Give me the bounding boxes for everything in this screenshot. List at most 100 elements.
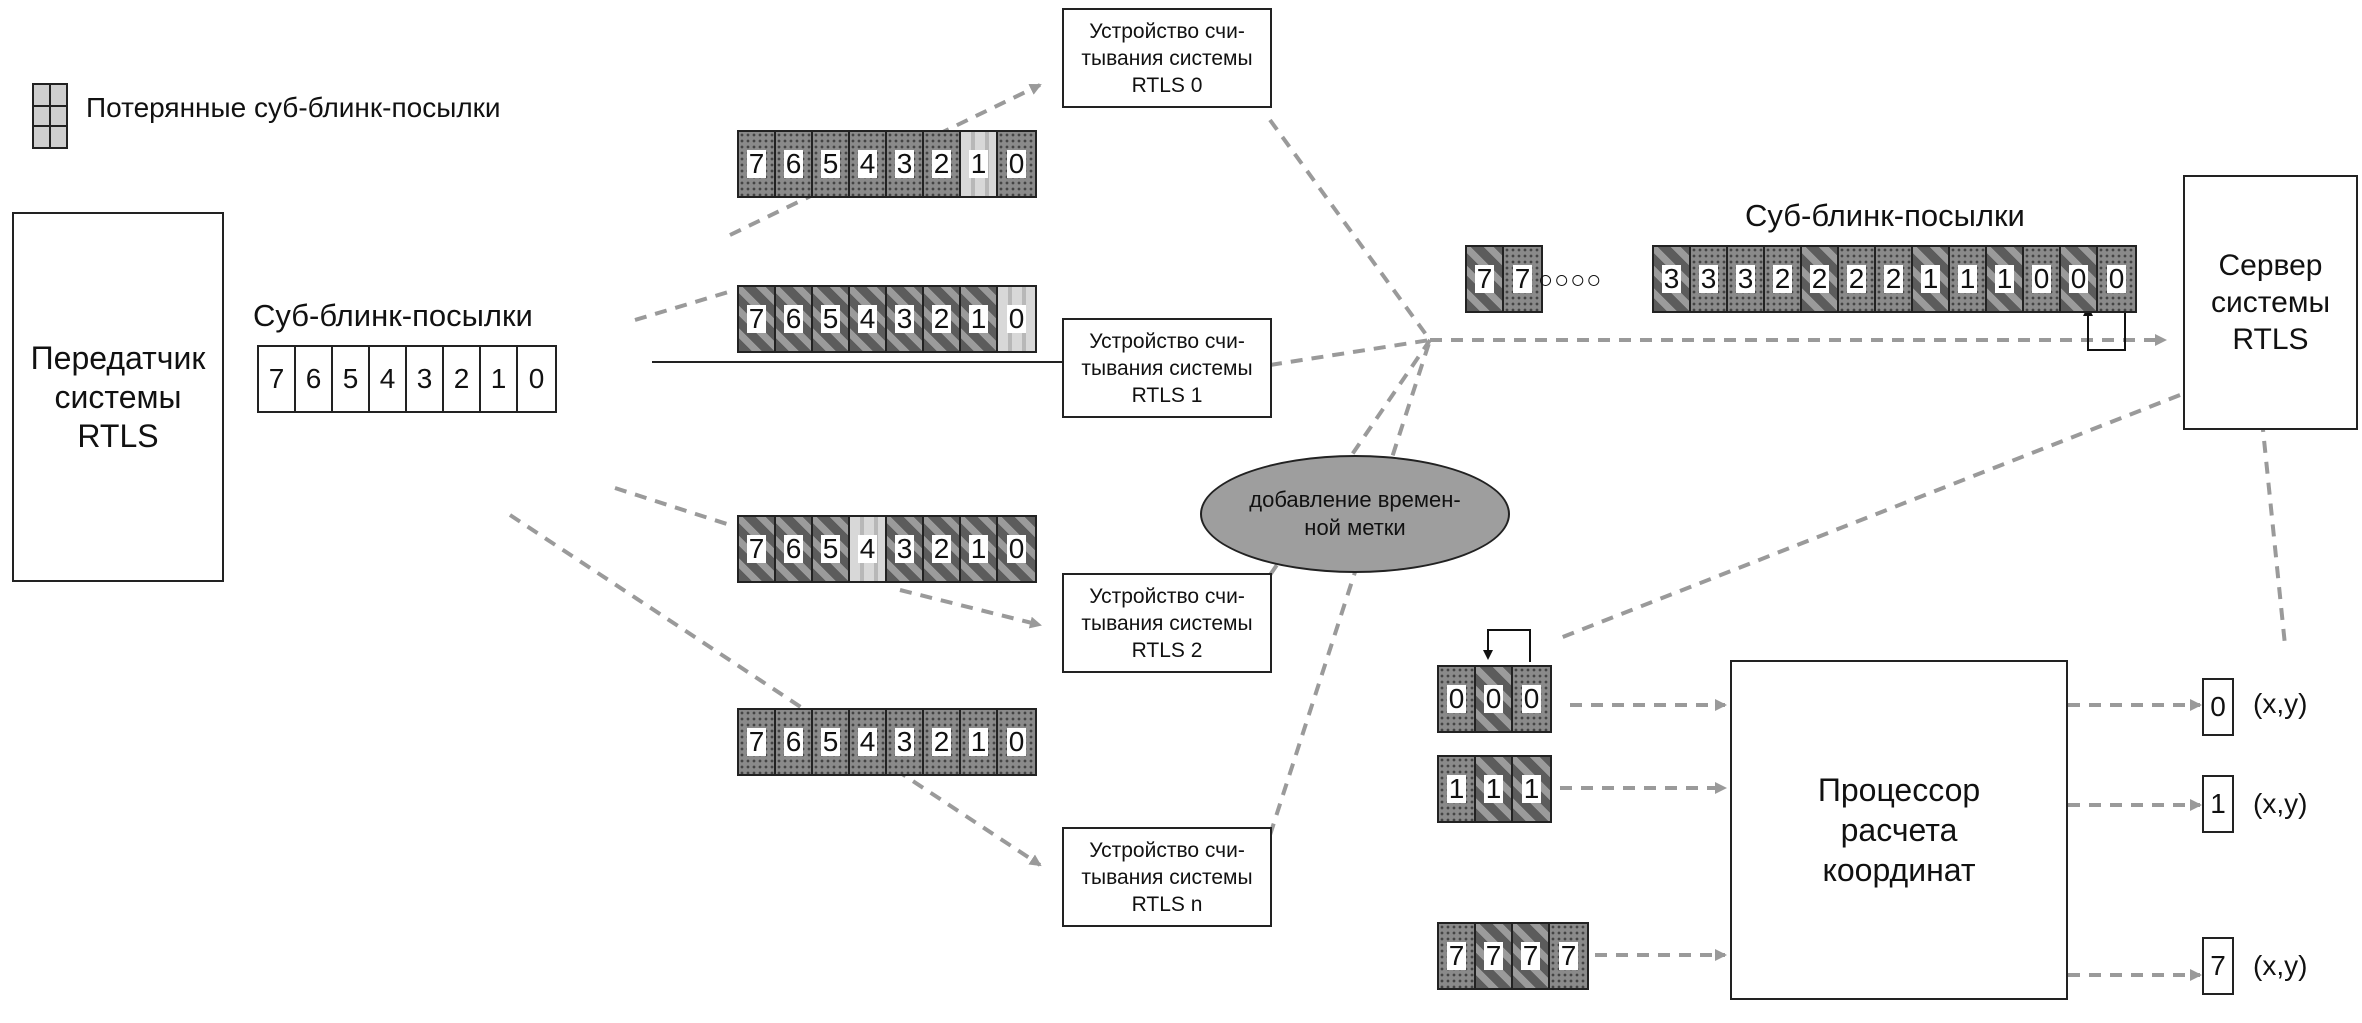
flow-arrow-tx-readern <box>508 513 1042 867</box>
reader2-cell: 4 <box>850 517 887 581</box>
server-cell-label: 2 <box>1809 263 1830 294</box>
reader1-cell: 1 <box>961 287 998 351</box>
group0-cell: 0 <box>1513 667 1550 731</box>
group0-cell-label: 0 <box>1446 683 1467 714</box>
server-cell-label: 1 <box>1920 263 1941 294</box>
transmitter-box: Передатчик системы RTLS <box>12 212 224 582</box>
reader-box-2: Устройство счи- тывания системы RTLS 2 <box>1062 573 1272 673</box>
reader2-cell: 6 <box>776 517 813 581</box>
flow-arrow-tx-reader2 <box>614 486 731 527</box>
reader1-cell: 5 <box>813 287 850 351</box>
group7-cell-label: 7 <box>1446 940 1467 971</box>
readern-cell-label: 4 <box>857 726 878 757</box>
tx-cell-label: 2 <box>453 363 470 394</box>
tx-cell-label: 0 <box>528 363 545 394</box>
reader1-cell-label: 4 <box>857 303 878 334</box>
reader2-cell-label: 2 <box>931 533 952 564</box>
group7-cell-label: 7 <box>1520 940 1541 971</box>
reader0-cell: 6 <box>776 132 813 196</box>
reader2-line1: Устройство счи- <box>1089 584 1245 608</box>
output-coord-0: (x,y) <box>2253 688 2308 719</box>
reader2-cell: 1 <box>961 517 998 581</box>
reader2-cell-label: 5 <box>820 533 841 564</box>
reader0-cell: 2 <box>924 132 961 196</box>
server-cell: 1 <box>1913 247 1950 311</box>
server-cell-label: 2 <box>1772 263 1793 294</box>
tx-cell-label: 5 <box>342 363 359 394</box>
readern-cell-label: 2 <box>931 726 952 757</box>
readern-line3: RTLS n <box>1131 892 1203 916</box>
server-cell: 3 <box>1654 247 1691 311</box>
readern-cell: 6 <box>776 710 813 774</box>
reader2-cell-label: 0 <box>1006 533 1027 564</box>
tx-cell-label: 1 <box>490 363 507 394</box>
transmitter-line3: RTLS <box>77 417 159 454</box>
reader2-line2: тывания системы <box>1081 611 1253 635</box>
group7-cell-label: 7 <box>1558 940 1579 971</box>
reader2-cell-label: 7 <box>746 533 767 564</box>
readern-cell-label: 0 <box>1006 726 1027 757</box>
transmitter-line1: Передатчик <box>30 339 206 376</box>
timestamp-line1: добавление времен- <box>1249 487 1461 512</box>
reader0-cell-label: 5 <box>820 148 841 179</box>
reader2-cell-label: 4 <box>857 533 878 564</box>
readern-cell-label: 6 <box>783 726 804 757</box>
output-id-7: 7 <box>2210 950 2226 981</box>
server-cell-label: 3 <box>1698 263 1719 294</box>
output-coord-1: (x,y) <box>2253 788 2308 819</box>
server-cell: 1 <box>1950 247 1987 311</box>
readern-cell: 0 <box>998 710 1035 774</box>
server-cell-label: 0 <box>2031 263 2052 294</box>
reader2-cell: 3 <box>887 517 924 581</box>
server-cell: 2 <box>1802 247 1839 311</box>
server-cell-label: 0 <box>2106 263 2127 294</box>
server-cell-label: 3 <box>1735 263 1756 294</box>
server-cell: 1 <box>1987 247 2024 311</box>
transmitter-line2: системы <box>54 378 182 415</box>
server-cell-label: 3 <box>1661 263 1682 294</box>
reader1-line2: тывания системы <box>1081 356 1253 380</box>
reader0-line3: RTLS 0 <box>1131 73 1203 97</box>
flow-line-tx-reader1 <box>634 288 736 322</box>
group1-cell: 1 <box>1476 757 1513 821</box>
reader1-cell-label: 0 <box>1006 303 1027 334</box>
reader-box-1: Устройство счи- тывания системы RTLS 1 <box>1062 318 1272 418</box>
readern-cell: 5 <box>813 710 850 774</box>
output-box-0: 0 <box>2202 678 2234 736</box>
reader1-cell-label: 6 <box>783 303 804 334</box>
tx-cell: 4 <box>370 347 407 411</box>
group0-cell: 0 <box>1476 667 1513 731</box>
server-left-cell-label: 7 <box>1512 263 1533 294</box>
reader0-cell-label: 7 <box>746 148 767 179</box>
reader0-cell: 4 <box>850 132 887 196</box>
server-cell: 3 <box>1728 247 1765 311</box>
group0-cell: 0 <box>1439 667 1476 731</box>
reader0-cell: 1 <box>961 132 998 196</box>
tx-cell: 3 <box>407 347 444 411</box>
reader1-cell: 4 <box>850 287 887 351</box>
group7-cell: 7 <box>1513 924 1550 988</box>
group7-cell: 7 <box>1550 924 1587 988</box>
server-cell: 3 <box>1691 247 1728 311</box>
reader2-cell: 5 <box>813 517 850 581</box>
tx-cell-label: 3 <box>416 363 433 394</box>
readern-cell: 7 <box>739 710 776 774</box>
reader-box-0: Устройство счи- тывания системы RTLS 0 <box>1062 8 1272 108</box>
group1-cell-label: 1 <box>1483 773 1504 804</box>
server-box: Сервер системы RTLS <box>2183 175 2358 430</box>
reader1-cell-label: 5 <box>820 303 841 334</box>
reader2-cell-label: 1 <box>968 533 989 564</box>
tx-cell: 2 <box>444 347 481 411</box>
processor-line1: Процессор <box>1817 772 1981 808</box>
readern-line1: Устройство счи- <box>1089 838 1245 862</box>
reader0-cell-label: 6 <box>783 148 804 179</box>
readern-cell-label: 1 <box>968 726 989 757</box>
reader1-line3: RTLS 1 <box>1131 383 1203 407</box>
